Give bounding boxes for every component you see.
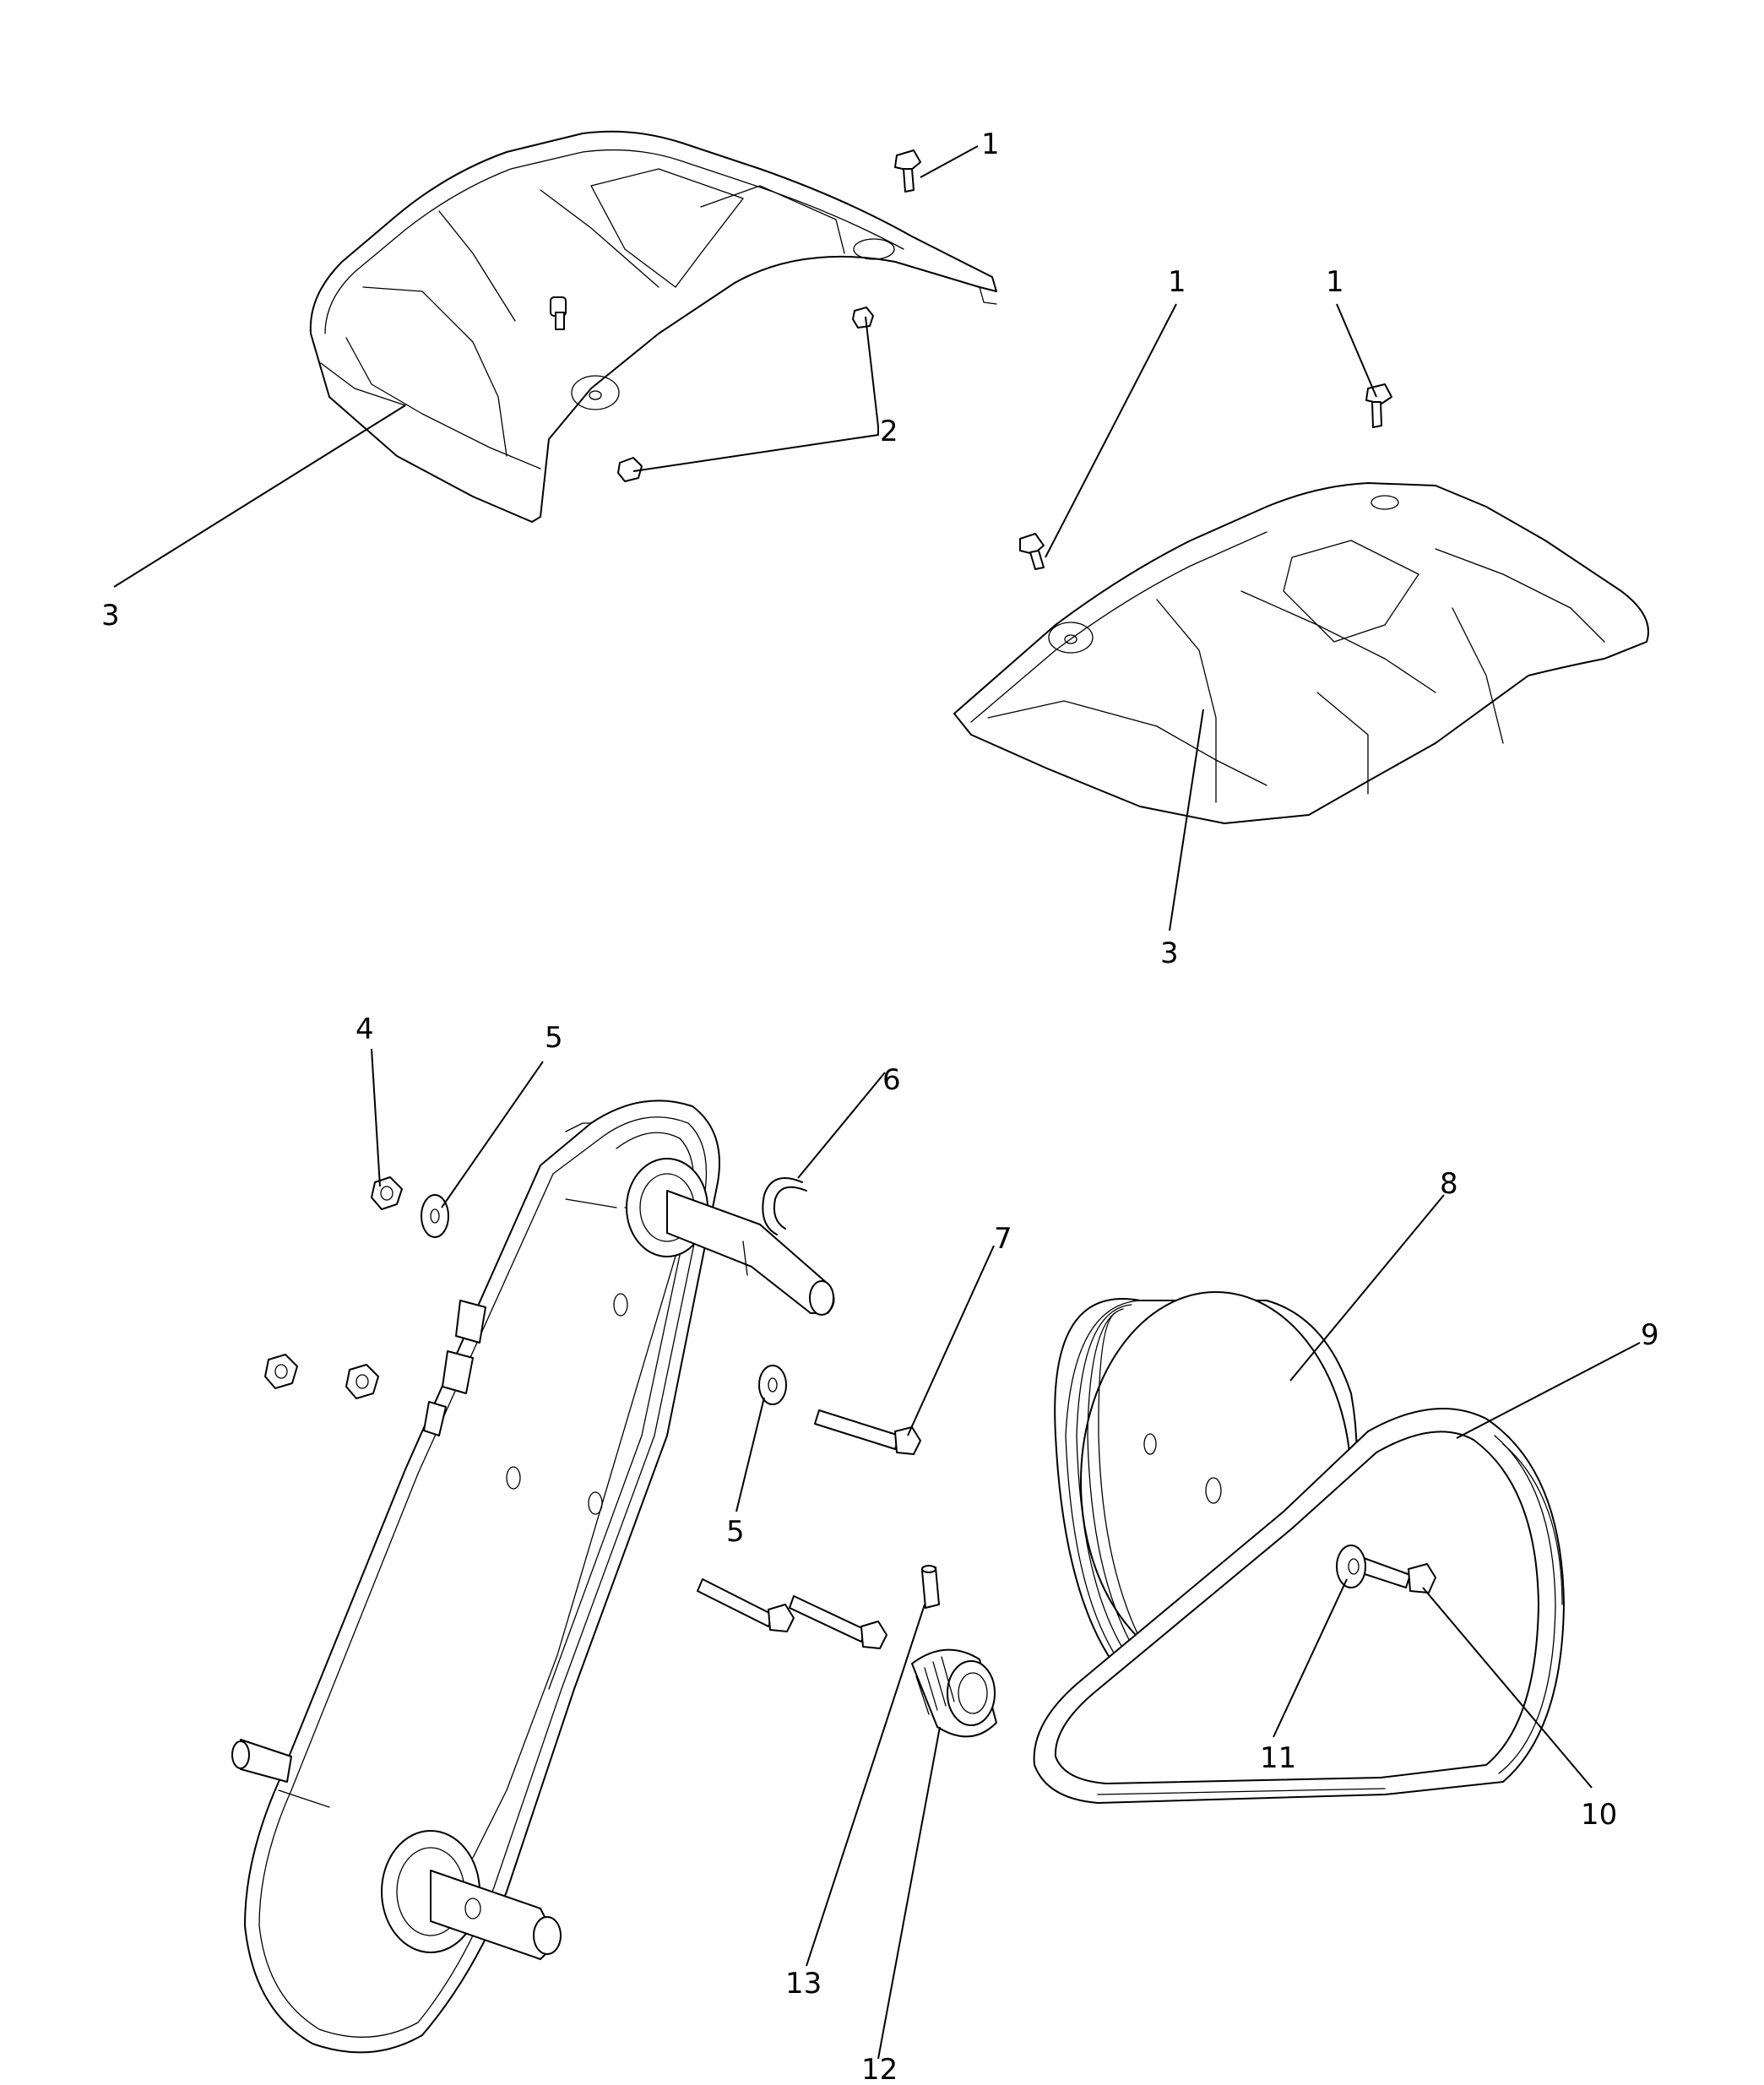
belt-cover-left <box>309 130 997 523</box>
hex-flange-bolts <box>894 149 1392 570</box>
v-belt-part-9 <box>1033 1408 1565 1804</box>
housing-nuts <box>264 1354 379 1399</box>
callout-11: 11 <box>1260 1741 1296 1775</box>
callout-8: 8 <box>1440 1167 1458 1201</box>
callout-1a: 1 <box>981 128 1000 161</box>
leader-lines <box>113 145 1641 2060</box>
pulley-hub-part-12 <box>911 1648 997 1738</box>
callout-7: 7 <box>994 1222 1012 1256</box>
e-clip-part-6 <box>762 1177 807 1235</box>
bolt-part-10 <box>1359 1557 1436 1594</box>
callout-10: 10 <box>1581 1798 1617 1832</box>
callout-4: 4 <box>356 1013 374 1046</box>
callout-5b: 5 <box>726 1515 745 1549</box>
callout-1b: 1 <box>1168 265 1186 299</box>
set-screw-part-13 <box>921 1565 940 1609</box>
bolt-part-7 <box>814 1409 921 1455</box>
callout-3a: 3 <box>101 599 120 633</box>
callout-12: 12 <box>861 2053 898 2085</box>
callout-1c: 1 <box>1326 265 1344 299</box>
belt-cover-right <box>953 482 1649 824</box>
washer-part-5 <box>421 1194 787 1405</box>
callout-13: 13 <box>785 1967 822 2001</box>
callout-9: 9 <box>1641 1318 1659 1352</box>
callout-5a: 5 <box>545 1021 563 1055</box>
nut-part-4 <box>371 1176 403 1210</box>
washer-part-11 <box>1336 1545 1366 1588</box>
callout-2: 2 <box>880 415 898 448</box>
bolts-pair <box>697 1578 887 1649</box>
hex-nuts <box>617 307 874 482</box>
callouts: 1 1 1 2 3 3 4 5 5 6 7 8 9 10 11 12 13 <box>101 128 1659 2085</box>
drive-belt-housing <box>231 1100 835 2054</box>
callout-3b: 3 <box>1160 937 1179 970</box>
callout-6: 6 <box>882 1063 901 1097</box>
